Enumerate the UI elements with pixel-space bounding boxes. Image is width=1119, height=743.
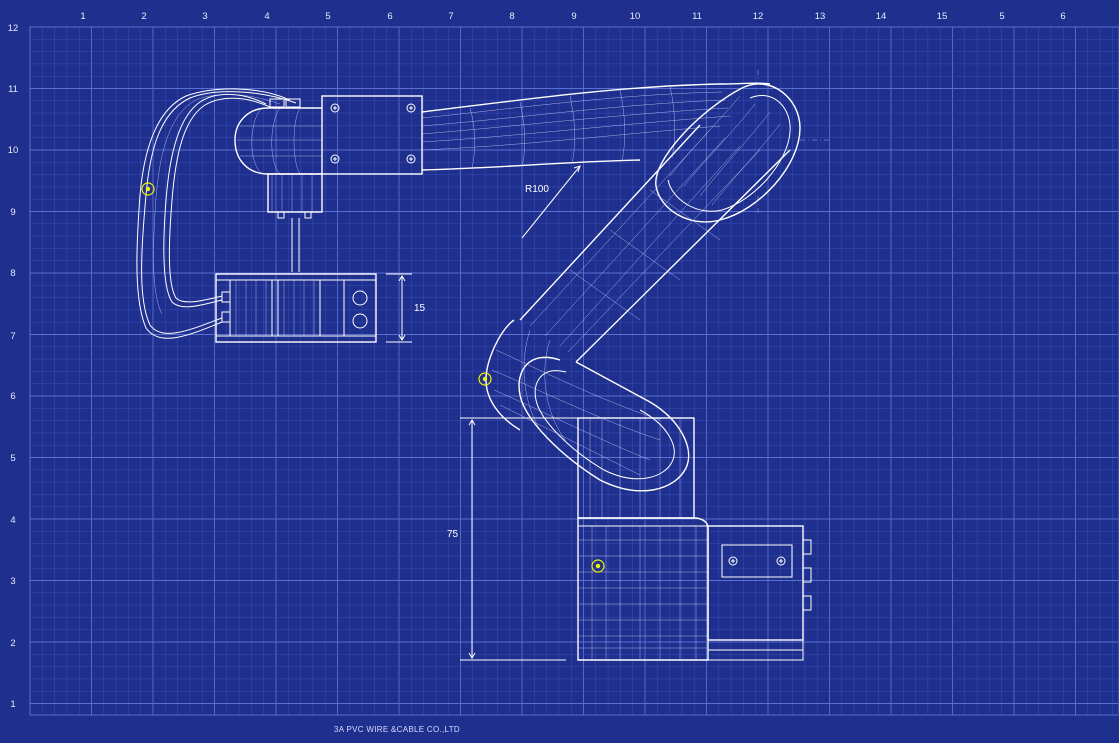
pivot-marker-shoulder xyxy=(478,372,492,386)
y-label-2: 2 xyxy=(10,638,15,649)
cable-loop xyxy=(136,88,301,339)
pivot-marker-cable xyxy=(141,182,155,196)
x-label-4: 4 xyxy=(264,11,269,22)
x-label-6: 6 xyxy=(387,11,392,22)
y-label-12: 12 xyxy=(8,23,19,34)
x-label-2: 2 xyxy=(141,11,146,22)
y-label-1: 1 xyxy=(10,699,15,710)
x-label-15: 15 xyxy=(937,11,948,22)
grid xyxy=(29,26,1119,716)
x-label-8: 8 xyxy=(509,11,514,22)
x-label-7: 7 xyxy=(448,11,453,22)
pivot-marker-base xyxy=(591,559,605,573)
forearm-link xyxy=(519,83,801,363)
y-label-5: 5 xyxy=(10,453,15,464)
x-label-5: 5 xyxy=(325,11,330,22)
grid-frame xyxy=(29,26,1119,716)
x-label-10: 10 xyxy=(630,11,641,22)
company-footer: 3A PVC WIRE &CABLE CO.,LTD xyxy=(334,725,460,734)
dimension-75-label: 75 xyxy=(447,529,459,540)
y-label-6: 6 xyxy=(10,391,15,402)
dimension-15-label: 15 xyxy=(414,303,426,314)
x-label-13: 13 xyxy=(815,11,826,22)
y-label-7: 7 xyxy=(10,331,15,342)
y-label-4: 4 xyxy=(10,515,15,526)
x-label-16: 5 xyxy=(999,11,1004,22)
x-label-3: 3 xyxy=(202,11,207,22)
y-label-8: 8 xyxy=(10,268,15,279)
radius-callout: R100 xyxy=(521,165,581,239)
x-label-1: 1 xyxy=(80,11,85,22)
y-label-3: 3 xyxy=(10,576,15,587)
x-axis-labels: 1 2 3 4 5 6 7 8 9 10 11 12 13 14 15 5 6 xyxy=(80,11,1065,22)
dimension-75: 75 xyxy=(447,417,578,661)
x-label-11: 11 xyxy=(692,11,702,22)
y-axis-labels: 12 11 10 9 8 7 6 5 4 3 2 1 xyxy=(8,23,19,710)
y-label-10: 10 xyxy=(8,145,19,156)
x-label-14: 14 xyxy=(876,11,887,22)
upper-arm xyxy=(421,82,771,171)
x-label-12: 12 xyxy=(753,11,764,22)
wrist-plate xyxy=(321,95,423,175)
x-label-17: 6 xyxy=(1060,11,1065,22)
radius-label: R100 xyxy=(525,184,549,195)
x-label-9: 9 xyxy=(571,11,576,22)
dimension-15: 15 xyxy=(386,273,426,343)
wrist-assembly xyxy=(234,95,423,272)
robot-base xyxy=(577,417,812,661)
elbow-centerline xyxy=(757,70,832,214)
gripper-block xyxy=(215,273,377,343)
y-label-11: 11 xyxy=(8,84,18,95)
y-label-9: 9 xyxy=(10,207,15,218)
